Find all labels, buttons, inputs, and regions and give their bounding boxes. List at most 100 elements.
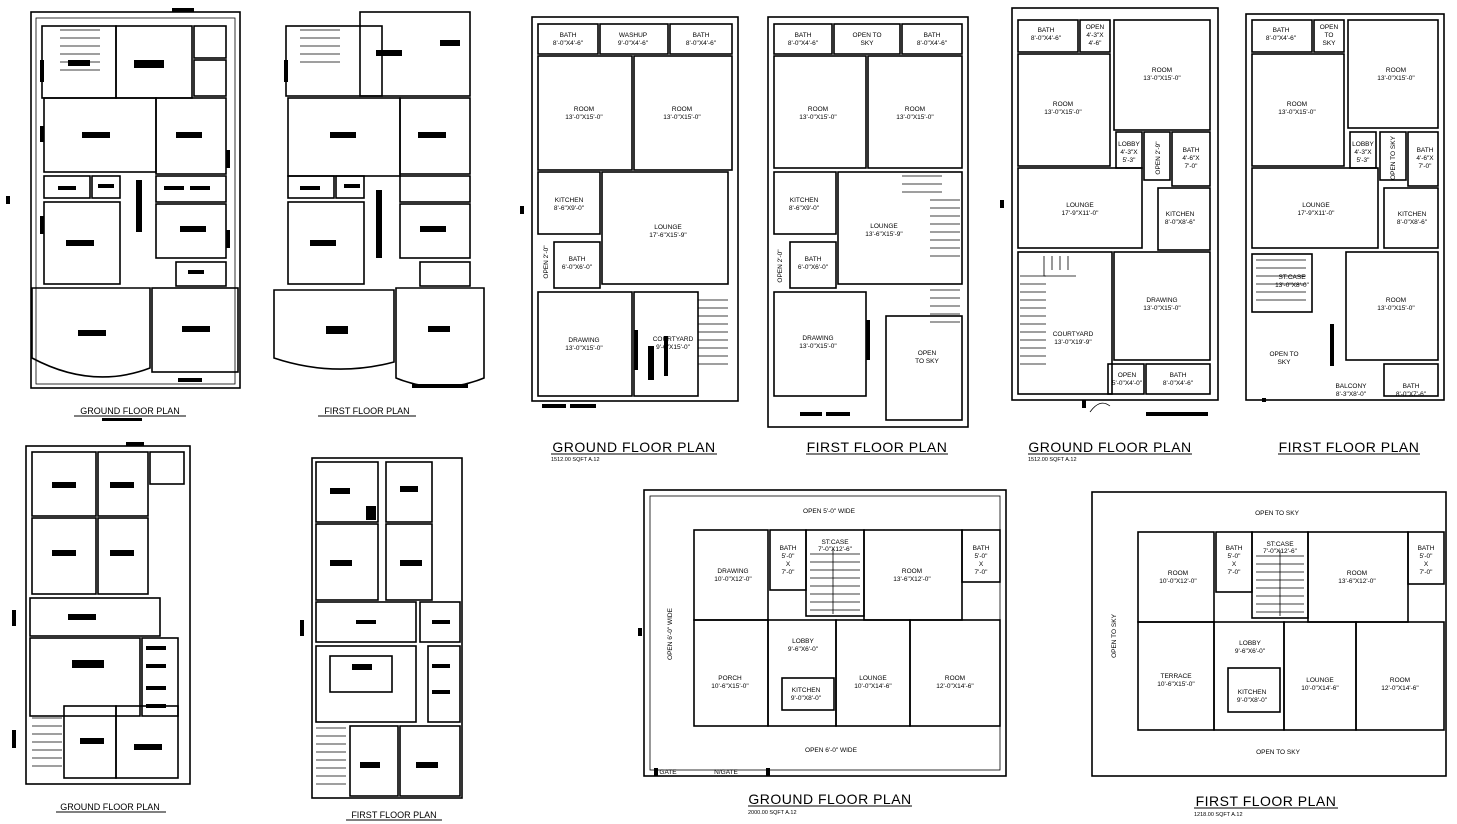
room-label-plan2_first-room1-0: ROOM [808,106,828,113]
room-label-plan2_ground-bath3-0: BATH [569,256,586,263]
room-label-plan3_first-kitchen-0: KITCHEN [1398,211,1427,218]
plan3-first-labels: BATH 8'-0"X4'-6" OPEN TO SKY ROOM 13'-0"… [1266,24,1434,398]
room-label-plan3_first-lounge-0: LOUNGE [1302,202,1330,209]
plan3-first-floor [1245,13,1445,402]
room-label-plan2_first-lounge-0: LOUNGE [870,223,898,230]
room-label-plan3_ground-bath3-1: 8'-0"X4'-6" [1163,380,1194,387]
room-label-plan3_ground-room2-0: ROOM [1152,67,1172,74]
room-label-plan3_first-bath1-0: BATH [1273,27,1290,34]
room-label-plan2_ground-bath1-1: 8'-0"X4'-6" [553,40,584,47]
room-label-plan2_first-bath1-0: BATH [795,32,812,39]
room-label-plan3_first-lobby-2: 5'-3" [1357,157,1371,164]
plan3-ground-floor [1000,7,1219,416]
room-label-plan5_ground-bath1-1: 5'-0" [782,553,796,560]
room-label-plan3_first-lobby-0: LOBBY [1352,141,1374,148]
room-label-plan5_ground-bath2-1: 5'-0" [975,553,989,560]
room-label-plan5_ground-kitchen-0: KITCHEN [792,687,821,694]
room-label-plan3_ground-bath2-0: BATH [1183,147,1200,154]
room-label-plan2_ground-courtyard-0: COURTYARD [653,336,694,343]
room-label-plan3_first-room3-0: ROOM [1386,297,1406,304]
plan3-ground-title: GROUND FLOOR PLAN [1028,439,1191,455]
room-label-plan2_ground-kitchen-1: 8'-6"X9'-0" [554,205,585,212]
room-label-plan5_ground-open_top: OPEN 5'-0" WIDE [803,508,856,515]
room-label-plan3_ground-drawing-0: DRAWING [1146,297,1177,304]
room-label-plan5_ground-lounge-1: 10'-0"X14'-6" [854,683,892,690]
plan2-ground-area: 1512.00 SQFT A.12 [551,457,600,463]
room-label-plan3_first-lounge-1: 17'-9"X11'-0" [1298,210,1336,217]
room-label-plan5_first-room3-0: ROOM [1390,677,1410,684]
room-label-plan3_ground-lounge-1: 17'-9"X11'-0" [1062,210,1100,217]
room-label-plan5_first-lounge-0: LOUNGE [1306,677,1334,684]
room-label-plan5_first-open_left: OPEN TO SKY [1111,613,1118,657]
plan2-ground-floor [520,16,739,408]
room-label-plan3_ground-lobby-2: 5'-3" [1123,157,1137,164]
room-label-plan3_ground-kitchen-0: KITCHEN [1166,211,1195,218]
room-label-plan2_first-open_sky2-1: TO SKY [915,358,939,365]
plan5-first-labels: OPEN TO SKY OPEN TO SKY OPEN TO SKY ROOM… [1111,510,1435,756]
room-label-plan2_first-bath2-0: BATH [924,32,941,39]
room-label-plan2_ground-courtyard-1: 9'-0"X15'-0" [656,344,691,351]
room-label-plan5_ground-drawing-1: 10'-0"X12'-0" [714,576,752,583]
room-label-plan2_ground-bath1-0: BATH [560,32,577,39]
room-label-plan2_first-lounge-1: 13'-6"X15'-9" [865,231,903,238]
room-label-plan3_ground-open2-0: OPEN [1118,372,1137,379]
room-label-plan3_first-balcony-0: BALCONY [1335,383,1367,390]
plan1-first-title: FIRST FLOOR PLAN [324,406,409,416]
room-label-plan5_ground-room1-0: ROOM [902,568,922,575]
room-label-plan5_ground-bath2-0: BATH [973,545,990,552]
room-label-plan5_ground-stcase-1: 7'-0"X12'-6" [818,546,853,553]
room-label-plan2_first-drawing-1: 13'-0"X15'-0" [799,343,837,350]
room-label-plan2_ground-washup-0: WASHUP [619,32,647,39]
room-label-plan2_first-bath3-1: 6'-0"X6'-0" [798,264,829,271]
room-label-plan5_first-room1-0: ROOM [1168,570,1188,577]
room-label-plan2_first-room1-1: 13'-0"X15'-0" [799,114,837,121]
room-label-plan2_ground-open_side: OPEN 2'-0" [543,245,550,279]
room-label-plan3_ground-room1-1: 13'-0"X15'-0" [1044,109,1082,116]
room-label-plan5_first-bath1-3: 7'-0" [1228,569,1242,576]
room-label-plan5_ground-room2-1: 12'-0"X14'-6" [936,683,974,690]
room-label-plan2_first-open_side: OPEN 2'-0" [777,249,784,283]
room-label-plan2_first-room2-0: ROOM [905,106,925,113]
plan5-ground-area: 2000.00 SQFT A.12 [748,810,797,816]
room-label-plan5_ground-gate: GATE [659,769,677,776]
room-label-plan3_ground-open1-2: 4'-6" [1089,40,1103,47]
room-label-plan3_first-stcase-1: 13'-0"X8'-0" [1275,282,1310,289]
plan2-first-title: FIRST FLOOR PLAN [807,439,948,455]
room-label-plan5_first-bath2-2: X [1424,561,1429,568]
plan5-first-floor [1091,491,1447,777]
room-label-plan2_first-kitchen-0: KITCHEN [790,197,819,204]
room-label-plan3_ground-bath1-1: 8'-0"X4'-6" [1031,35,1062,42]
room-label-plan5_first-lobby-1: 9'-6"X6'-0" [1235,648,1266,655]
room-label-plan3_ground-bath2-1: 4'-6"X [1182,155,1200,162]
plan1-first-floor [273,11,485,388]
room-label-plan2_first-drawing-0: DRAWING [802,335,833,342]
room-label-plan3_ground-lobby-1: 4'-3"X [1120,149,1138,156]
room-label-plan5_ground-bath1-2: X [786,561,791,568]
plan5-first-title: FIRST FLOOR PLAN [1196,793,1337,809]
plan4-ground-title: GROUND FLOOR PLAN [60,802,160,812]
room-label-plan3_first-open_sky-1: SKY [1277,359,1291,366]
plan2-first-floor [767,16,969,428]
room-label-plan2_first-bath2-1: 8'-0"X4'-6" [917,40,948,47]
room-label-plan5_ground-open_left: OPEN 6'-0" WIDE [667,607,674,660]
room-label-plan2_ground-room1-1: 13'-0"X15'-0" [565,114,603,121]
room-label-plan3_ground-courtyard-1: 13'-0"X19'-9" [1054,339,1092,346]
room-label-plan3_ground-bath1-0: BATH [1038,27,1055,34]
room-label-plan2_ground-drawing-1: 13'-0"X15'-0" [565,345,603,352]
room-label-plan5_ground-bath2-2: X [979,561,984,568]
room-label-plan5_first-room2-0: ROOM [1347,570,1367,577]
room-label-plan5_first-bath1-1: 5'-0" [1228,553,1242,560]
room-label-plan5_first-room1-1: 10'-0"X12'-0" [1159,578,1197,585]
room-label-plan2_first-room2-1: 13'-0"X15'-0" [896,114,934,121]
room-label-plan2_first-bath1-1: 8'-0"X4'-6" [788,40,819,47]
room-label-plan3_ground-open_side: OPEN 2'-9" [1155,141,1162,175]
room-label-plan5_first-kitchen-0: KITCHEN [1238,689,1267,696]
room-label-plan3_ground-room1-0: ROOM [1053,101,1073,108]
room-label-plan5_ground-drawing-0: DRAWING [717,568,748,575]
plan5-ground-floor [638,489,1007,777]
room-label-plan3_ground-kitchen-1: 8'-0"X8'-6" [1165,219,1196,226]
room-label-plan5_first-lounge-1: 10'-0"X14'-6" [1301,685,1339,692]
room-label-plan2_first-kitchen-1: 8'-6"X9'-0" [789,205,820,212]
room-label-plan5_first-stcase-0: ST:CASE [1266,541,1294,548]
